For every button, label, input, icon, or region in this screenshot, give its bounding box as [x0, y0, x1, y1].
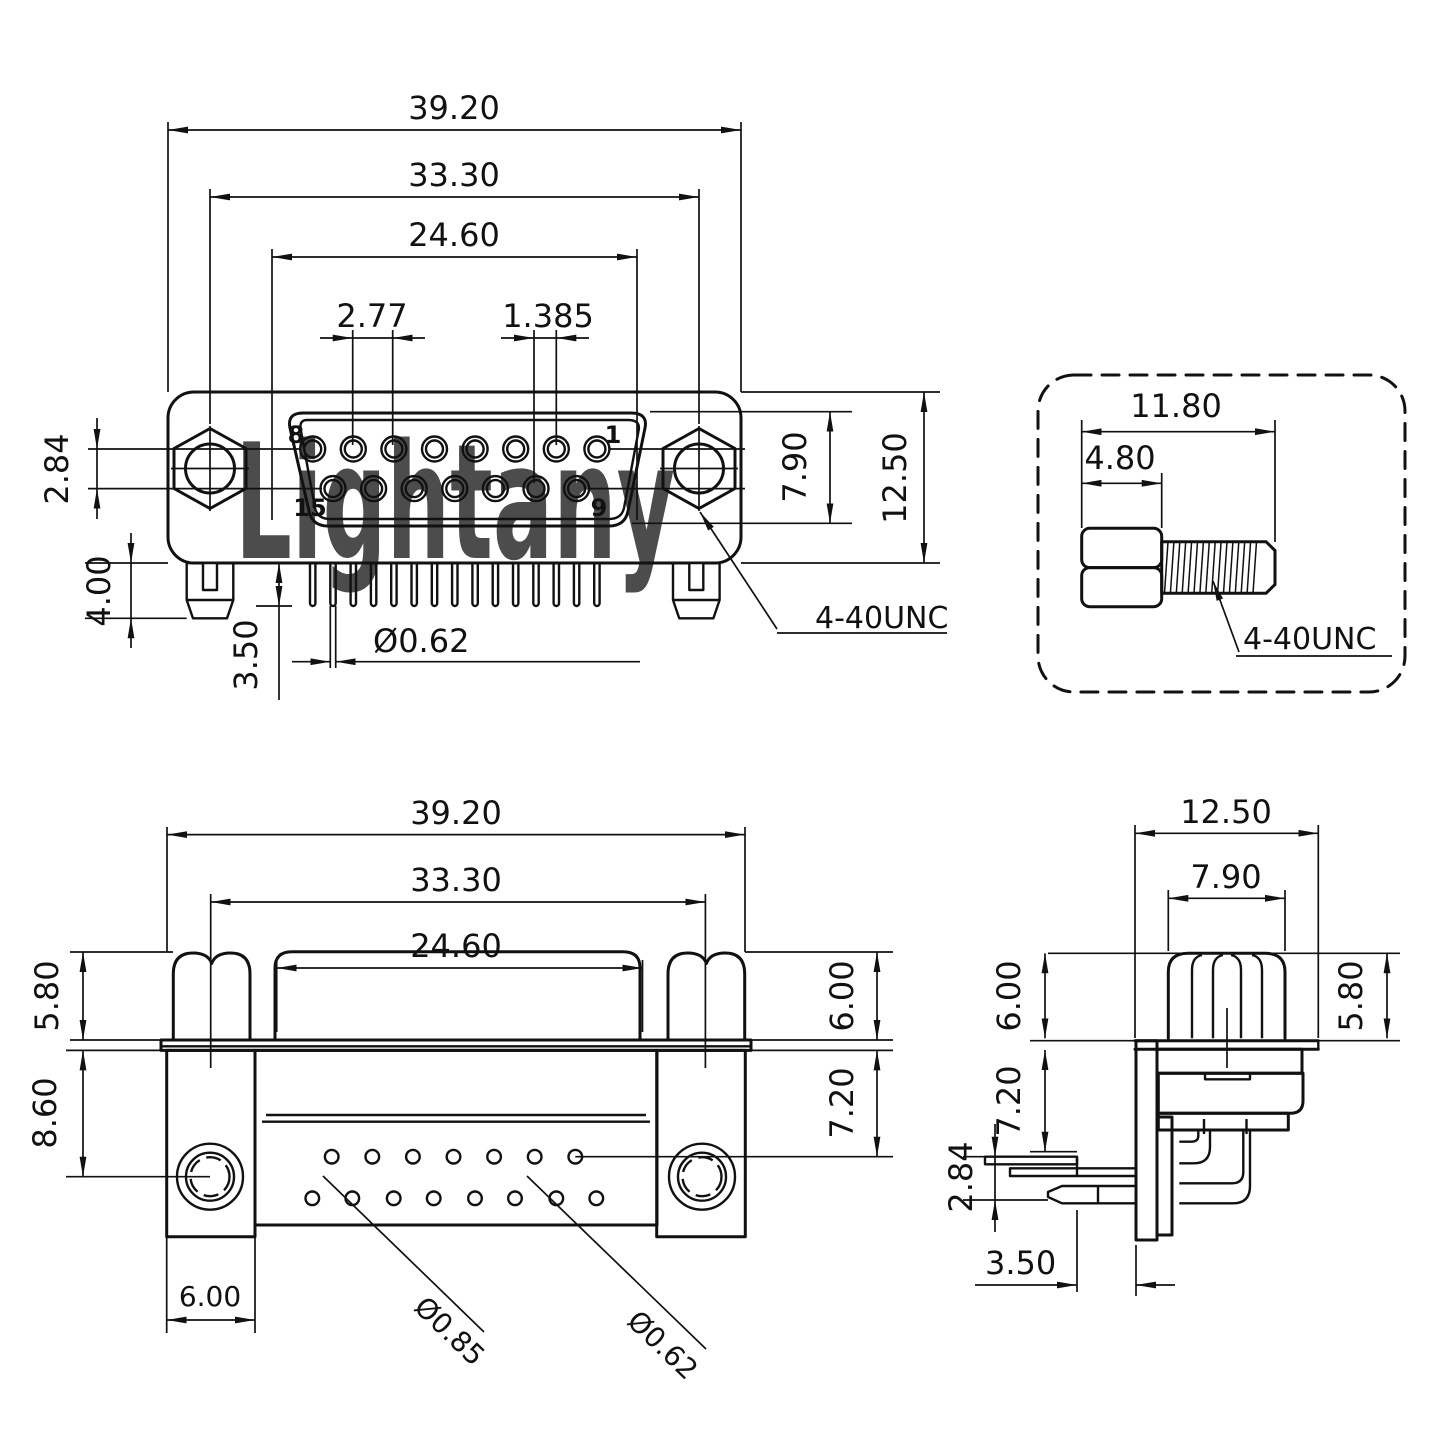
front-thread-label: 4-40UNC — [815, 601, 948, 636]
screw-detail-view: 11.80 4.80 4-40UNC — [1036, 373, 1407, 694]
nut-flutes — [1190, 953, 1264, 1039]
dim-front-row-spacing: 2.84 — [38, 433, 76, 504]
screw-thread-label: 4-40UNC — [1243, 622, 1376, 657]
dim-rear-screw-spacing: 33.30 — [410, 861, 502, 899]
rear-view: 39.20 33.30 24.60 5.80 8.60 6.00 7.20 6.… — [26, 794, 893, 1386]
dim-front-pin-pitch: 2.77 — [336, 297, 407, 335]
front-view-dimension-lines — [85, 122, 947, 700]
rear-dimension-lines — [66, 827, 893, 1350]
front-view-labels: 39.20 33.30 24.60 2.77 1.385 2.84 4.00 3… — [38, 89, 948, 691]
solder-pins — [308, 563, 601, 608]
dim-front-overall-width: 39.20 — [408, 89, 500, 127]
side-dimension-lines — [963, 825, 1400, 1296]
side-view: 12.50 7.90 6.00 5.80 7.20 2.84 3.50 — [942, 793, 1400, 1296]
pin-label-15: 15 — [293, 494, 326, 522]
dim-front-row-stagger: 1.385 — [502, 297, 594, 335]
dim-front-face-height: 7.90 — [776, 431, 814, 502]
pin-label-8: 8 — [288, 421, 305, 449]
dim-rear-body-depth: 7.20 — [823, 1067, 861, 1138]
dim-front-face-width: 24.60 — [408, 216, 500, 254]
dim-screw-total-length: 11.80 — [1130, 387, 1222, 425]
jack-screw — [1080, 526, 1277, 609]
dim-rear-hole-offset: 8.60 — [26, 1077, 64, 1148]
dim-side-lock-height: 2.84 — [942, 1141, 980, 1212]
dim-front-pin-diameter: Ø0.62 — [373, 622, 469, 660]
dim-front-screw-spacing: 33.30 — [408, 156, 500, 194]
rear-view-labels: 39.20 33.30 24.60 5.80 8.60 6.00 7.20 6.… — [26, 794, 861, 1386]
dim-front-body-height: 12.50 — [876, 432, 914, 524]
rear-view-body — [159, 950, 753, 1239]
detail-boundary-box — [1036, 373, 1407, 694]
dim-front-pin-length: 3.50 — [227, 619, 265, 690]
dim-screw-head-length: 4.80 — [1084, 439, 1155, 477]
dim-side-nut-width: 7.90 — [1190, 858, 1261, 896]
pin-label-9: 9 — [591, 494, 608, 522]
dim-rear-face-width: 24.60 — [410, 927, 502, 965]
dim-rear-lock-hole-diameter: Ø0.85 — [408, 1290, 492, 1372]
dim-side-nut-height: 6.00 — [990, 960, 1028, 1031]
side-view-body — [983, 951, 1320, 1242]
front-view: 39.20 33.30 24.60 2.77 1.385 2.84 4.00 3… — [38, 89, 948, 700]
front-view-body — [166, 390, 743, 620]
side-view-labels: 12.50 7.90 6.00 5.80 7.20 2.84 3.50 — [942, 793, 1370, 1282]
dim-rear-pin-hole-diameter: Ø0.62 — [621, 1304, 705, 1386]
pin-label-1: 1 — [605, 421, 622, 449]
dim-side-flange-width: 12.50 — [1180, 793, 1272, 831]
dim-rear-standoff-height: 6.00 — [823, 960, 861, 1031]
dim-side-tail-offset: 3.50 — [985, 1244, 1056, 1282]
dim-side-standoff-height: 5.80 — [1332, 960, 1370, 1031]
dim-rear-screwhead-height: 5.80 — [28, 960, 66, 1031]
pin-holes — [299, 435, 611, 503]
dim-rear-overall-width: 39.20 — [410, 794, 502, 832]
rear-pin-holes — [304, 1148, 605, 1207]
dim-side-body-depth: 7.20 — [990, 1065, 1028, 1136]
dim-rear-bracket-width: 6.00 — [179, 1280, 241, 1313]
dim-front-lock-length: 4.00 — [80, 555, 118, 626]
thread-hatch — [1163, 541, 1258, 594]
